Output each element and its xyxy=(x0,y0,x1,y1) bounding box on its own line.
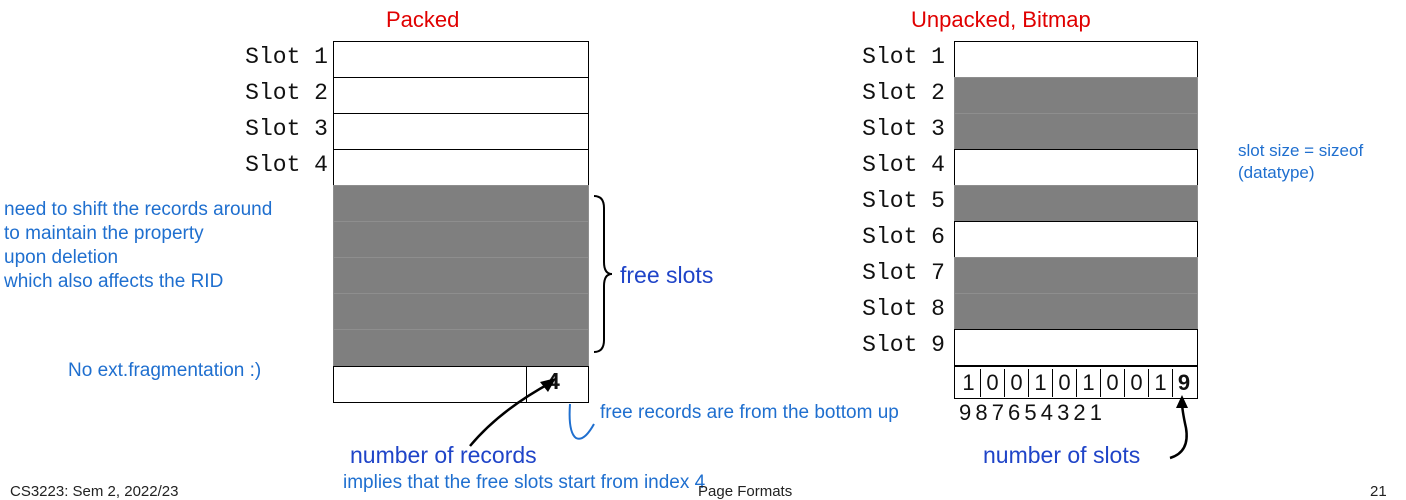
shift-records-note: need to shift the records around to main… xyxy=(4,198,272,294)
unpacked-slot-label: Slot 2 xyxy=(862,80,945,106)
packed-slot xyxy=(333,113,589,150)
bitmap-bit: 0 xyxy=(1125,369,1149,397)
bitmap-bit: 0 xyxy=(1005,369,1029,397)
free-slots-brace xyxy=(593,195,613,353)
number-of-slots-label: number of slots xyxy=(983,442,1141,468)
no-ext-fragmentation-note: No ext.fragmentation :) xyxy=(68,360,262,381)
packed-free-slot xyxy=(333,185,589,222)
packed-slot xyxy=(333,149,589,186)
unpacked-slot-label: Slot 1 xyxy=(862,44,945,70)
note-line: need to shift the records around xyxy=(4,199,273,220)
packed-count-cell xyxy=(526,366,589,403)
packed-slot xyxy=(333,41,589,78)
note-line: slot size = sizeof xyxy=(1238,141,1364,160)
note-line: which also affects the RID xyxy=(4,271,224,292)
bitmap-bit: 1 xyxy=(1149,369,1173,397)
bitmap-bit: 1 xyxy=(1077,369,1101,397)
bitmap-bit: 0 xyxy=(1101,369,1125,397)
bitmap-bit: 1 xyxy=(1029,369,1053,397)
unpacked-slot-label: Slot 9 xyxy=(862,332,945,358)
packed-free-slot xyxy=(333,329,589,367)
note-line: upon deletion xyxy=(4,247,119,268)
free-slots-index-note: implies that the free slots start from i… xyxy=(343,472,706,493)
note-line: to maintain the property xyxy=(4,223,204,244)
bitmap-row xyxy=(954,366,1198,399)
unpacked-free-slot xyxy=(954,41,1198,78)
bitmap-bit: 1 xyxy=(957,369,981,397)
note-line: (datatype) xyxy=(1238,163,1315,182)
packed-free-slot xyxy=(333,293,589,330)
slot-count-arrow xyxy=(1169,395,1188,460)
unpacked-free-slot xyxy=(954,149,1198,186)
packed-slot-label: Slot 3 xyxy=(245,116,328,142)
unpacked-slot-label: Slot 5 xyxy=(862,188,945,214)
squiggle-mark xyxy=(568,403,595,440)
packed-slot-label: Slot 4 xyxy=(245,152,328,178)
bitmap-bit: 0 xyxy=(1053,369,1077,397)
packed-title: Packed xyxy=(386,7,460,32)
unpacked-slot-label: Slot 3 xyxy=(862,116,945,142)
packed-slot-label: Slot 1 xyxy=(245,44,328,70)
unpacked-used-slot xyxy=(954,185,1198,222)
packed-free-slot xyxy=(333,257,589,294)
unpacked-free-slot xyxy=(954,221,1198,258)
packed-free-slot xyxy=(333,221,589,258)
unpacked-slot-label: Slot 8 xyxy=(862,296,945,322)
bitmap-bit: 0 xyxy=(981,369,1005,397)
unpacked-slot-label: Slot 7 xyxy=(862,260,945,286)
free-records-note: free records are from the bottom up xyxy=(600,402,899,423)
free-slots-label: free slots xyxy=(620,262,714,288)
slot-size-note: slot size = sizeof (datatype) xyxy=(1238,140,1363,184)
unpacked-used-slot xyxy=(954,77,1198,114)
unpacked-slot-label: Slot 6 xyxy=(862,224,945,250)
bit-indices: 9 8 7 6 5 4 3 2 1 xyxy=(959,400,1103,425)
record-count-arrow xyxy=(469,378,556,447)
number-of-records-label: number of records xyxy=(350,442,537,468)
packed-slot-label: Slot 2 xyxy=(245,80,328,106)
unpacked-used-slot xyxy=(954,257,1198,294)
unpacked-title: Unpacked, Bitmap xyxy=(911,7,1091,32)
unpacked-slot-label: Slot 4 xyxy=(862,152,945,178)
unpacked-used-slot xyxy=(954,113,1198,150)
unpacked-free-slot xyxy=(954,329,1198,366)
bitmap-slot-count: 9 xyxy=(1177,370,1191,395)
packed-slot xyxy=(333,77,589,114)
unpacked-used-slot xyxy=(954,293,1198,330)
